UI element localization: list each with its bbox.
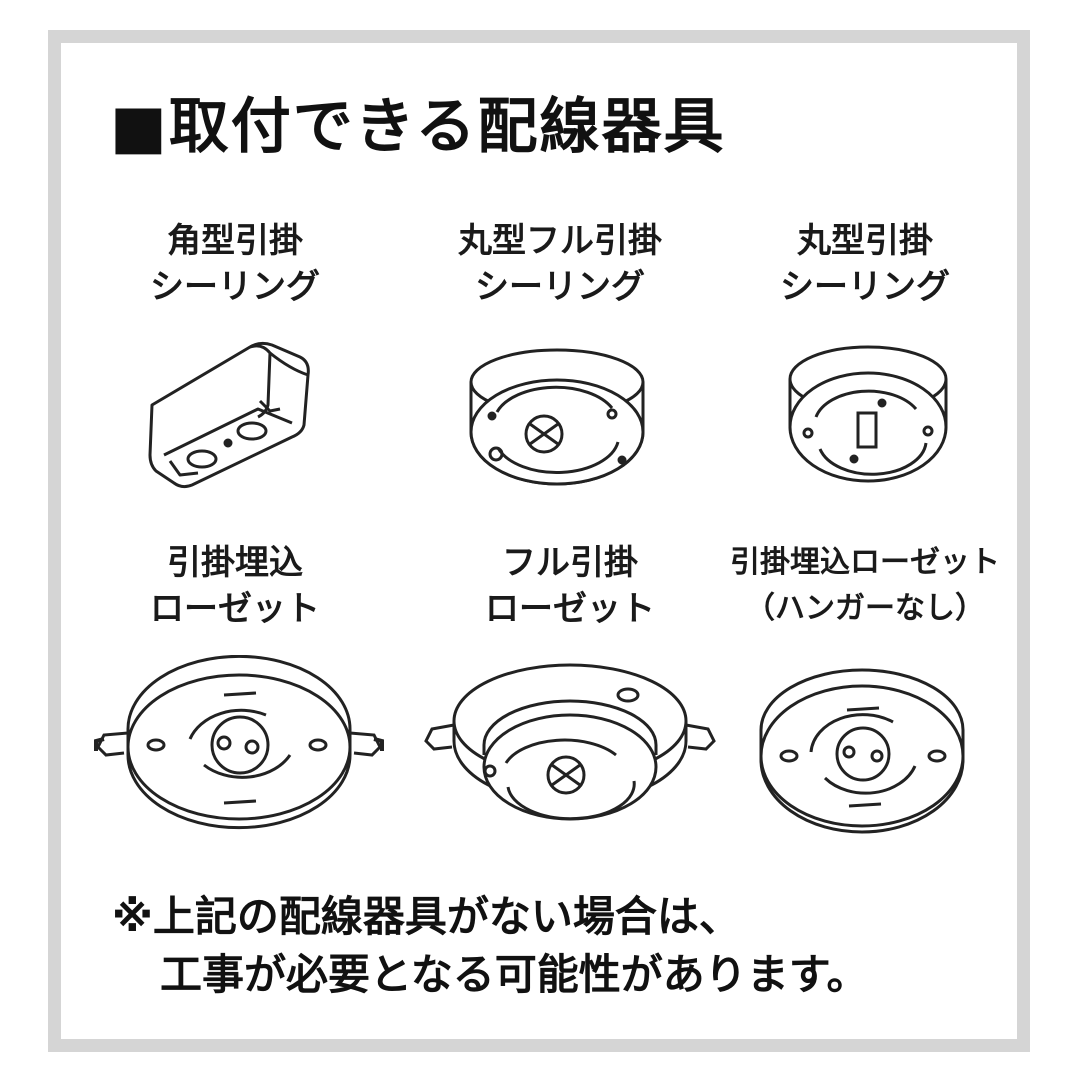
page-title: ■取付できる配線器具	[110, 78, 726, 165]
item-label-full-hook-rosette: フル引掛 ローゼット	[485, 543, 655, 629]
embedded-rosette-no-hanger-icon	[755, 660, 970, 840]
item-label-embedded-rosette-no-hanger: 引掛埋込ローゼット （ハンガーなし）	[730, 545, 1000, 626]
round-hook-ceiling-icon	[778, 335, 958, 495]
item-label-square-hook-ceiling: 角型引掛 シーリング	[150, 221, 320, 307]
embedded-hook-rosette-icon	[84, 655, 394, 835]
round-full-hook-ceiling-icon	[462, 342, 652, 492]
content-frame	[48, 30, 1030, 1052]
item-label-round-hook-ceiling: 丸型引掛 シーリング	[780, 221, 950, 307]
footnote-line2: 工事が必要となる可能性があります。	[160, 950, 869, 999]
item-label-embedded-hook-rosette: 引掛埋込 ローゼット	[150, 543, 320, 629]
heading-text: ■取付できる配線器具	[110, 92, 726, 162]
full-hook-rosette-icon	[420, 655, 725, 835]
footnote-line1: ※上記の配線器具がない場合は、	[112, 892, 741, 941]
square-hook-ceiling-icon	[140, 335, 320, 495]
item-label-round-full-hook-ceiling: 丸型フル引掛 シーリング	[458, 221, 662, 307]
footnote: ※上記の配線器具がない場合は、 工事が必要となる可能性があります。	[112, 888, 869, 1004]
